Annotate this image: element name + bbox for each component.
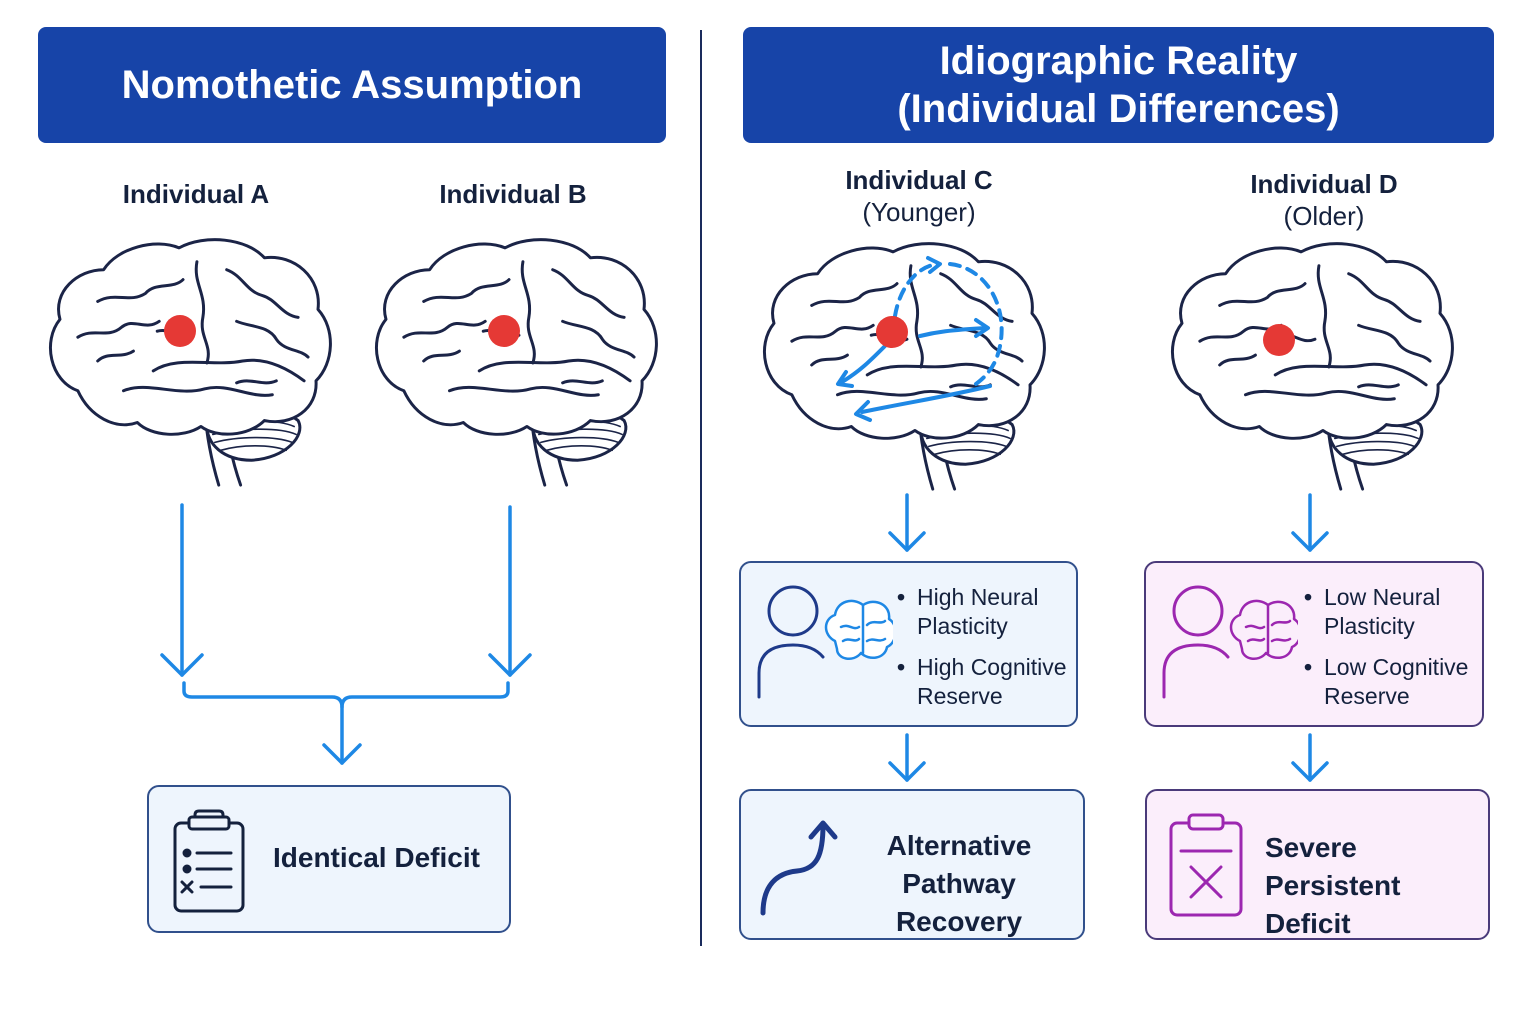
trait-reserve-d: Low Cognitive Reserve bbox=[1324, 654, 1469, 709]
outcome-label-c: Alternative Pathway Recovery bbox=[886, 830, 1032, 937]
trait-plasticity-d: Low Neural Plasticity bbox=[1324, 584, 1441, 639]
trait-item: •High Cognitive Reserve bbox=[897, 653, 1073, 711]
brain-c-icon bbox=[762, 242, 1046, 491]
curved-arrow-up-icon bbox=[760, 820, 838, 916]
identical-deficit-label: Identical Deficit bbox=[273, 842, 480, 873]
traits-box-c: •High Neural Plasticity •High Cognitive … bbox=[739, 561, 1078, 727]
trait-item: •Low Cognitive Reserve bbox=[1304, 653, 1480, 711]
individual-c-name: Individual C bbox=[845, 165, 993, 195]
lesion-marker-c bbox=[876, 316, 908, 348]
person-icon bbox=[1172, 585, 1224, 637]
panel-divider bbox=[700, 30, 702, 946]
lesion-marker-a bbox=[164, 315, 196, 347]
idiographic-title-banner: Idiographic Reality (Individual Differen… bbox=[743, 27, 1494, 143]
lesion-marker-d bbox=[1263, 324, 1295, 356]
trait-reserve-c: High Cognitive Reserve bbox=[917, 654, 1067, 709]
outcome-label-d: Severe Persistent Deficit bbox=[1265, 832, 1401, 939]
converging-arrows bbox=[160, 503, 532, 765]
identical-deficit-box: Identical Deficit bbox=[147, 785, 511, 933]
individual-b-label: Individual B bbox=[439, 179, 587, 209]
individual-c-label: Individual C (Younger) bbox=[819, 164, 1019, 228]
individual-c-age: (Younger) bbox=[862, 197, 976, 227]
clipboard-x-icon bbox=[1169, 813, 1243, 917]
traits-list-c: •High Neural Plasticity •High Cognitive … bbox=[897, 583, 1073, 723]
alternative-pathway-arrows bbox=[836, 256, 1004, 422]
outcome-box-c: Alternative Pathway Recovery bbox=[739, 789, 1085, 940]
individual-a-label: Individual A bbox=[122, 179, 270, 209]
lesion-marker-b bbox=[488, 315, 520, 347]
brain-b-icon bbox=[374, 238, 658, 487]
traits-list-d: •Low Neural Plasticity •Low Cognitive Re… bbox=[1304, 583, 1480, 723]
small-brain-icon bbox=[824, 599, 893, 661]
brain-d-icon bbox=[1170, 242, 1454, 491]
nomothetic-title: Nomothetic Assumption bbox=[121, 63, 583, 107]
arrows-c bbox=[888, 493, 926, 782]
idiographic-title-line2: (Individual Differences) bbox=[897, 87, 1340, 131]
person-icon bbox=[767, 585, 819, 637]
idiographic-title-line1: Idiographic Reality bbox=[939, 39, 1298, 83]
arrows-d bbox=[1291, 493, 1329, 782]
trait-item: •High Neural Plasticity bbox=[897, 583, 1073, 641]
traits-box-d: •Low Neural Plasticity •Low Cognitive Re… bbox=[1144, 561, 1484, 727]
trait-plasticity-c: High Neural Plasticity bbox=[917, 584, 1039, 639]
trait-item: •Low Neural Plasticity bbox=[1304, 583, 1480, 641]
person-brain-icon bbox=[757, 585, 893, 699]
individual-d-age: (Older) bbox=[1283, 201, 1365, 231]
nomothetic-title-banner: Nomothetic Assumption bbox=[38, 27, 666, 143]
outcome-box-d: Severe Persistent Deficit bbox=[1145, 789, 1490, 940]
clipboard-checklist-icon bbox=[173, 809, 245, 913]
small-brain-icon bbox=[1229, 599, 1298, 661]
brain-a-icon bbox=[48, 238, 332, 487]
person-brain-icon bbox=[1162, 585, 1298, 699]
individual-d-name: Individual D bbox=[1250, 169, 1398, 199]
individual-d-label: Individual D (Older) bbox=[1224, 168, 1424, 232]
